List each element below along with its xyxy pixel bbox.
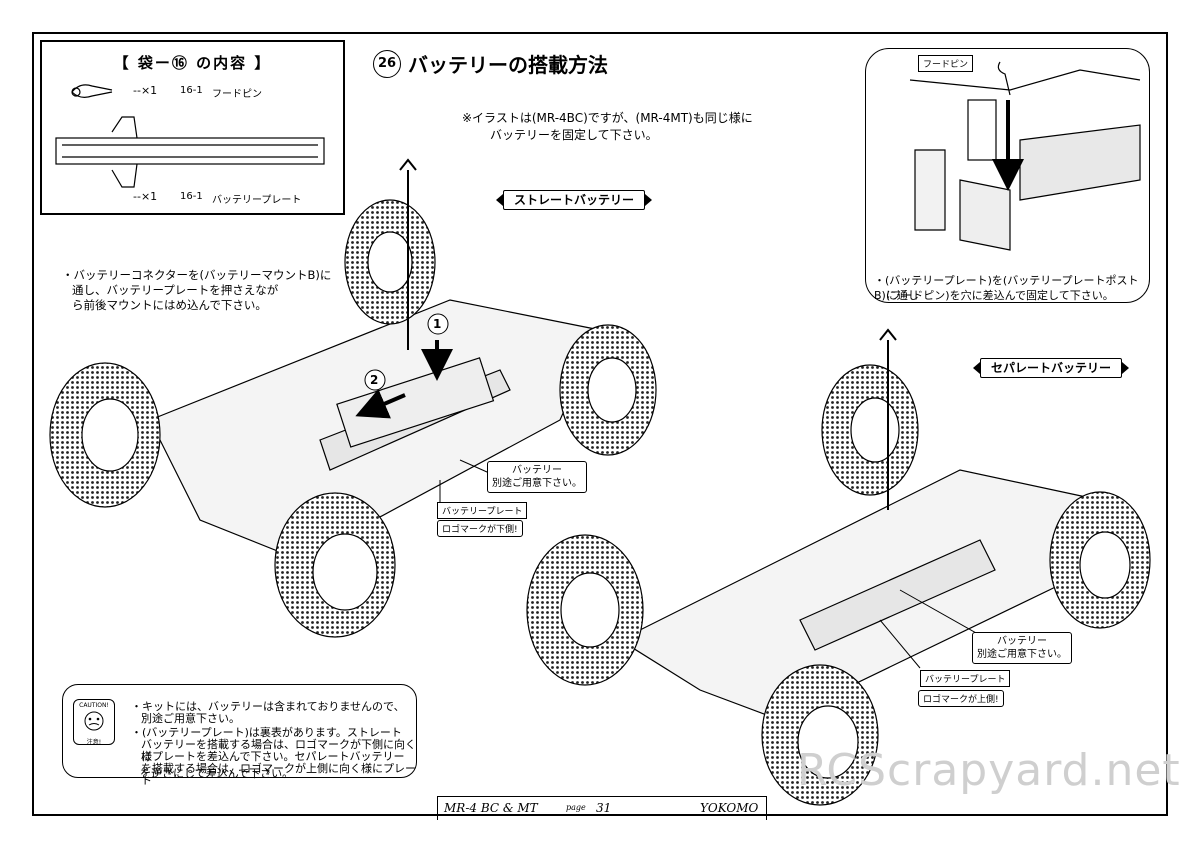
arrow-forward [355,388,406,419]
caution-icon-bottom: 注意! [86,739,102,746]
illustration-note: ※イラストは(MR-4BC)ですが、(MR-4MT)も同じ様に [462,111,753,125]
model-name: MR-4 BC & MT [444,801,538,815]
inset-instruction-line: (フードピン)を穴に差込んで固定して下さい。 [886,289,1114,302]
part-qty: --×1 [133,84,158,97]
straight-battery-tag: ストレートバッテリー [495,190,653,210]
hood-pin-detail-box: フードピン ・(バッテリープレート)を(バッテリープレートポストB)に通し (フ… [865,48,1150,303]
plate-label: バッテリープレート [920,670,1011,687]
instruction-line: ら前後マウントにはめ込んで下さい。 [72,298,267,312]
separate-battery-tag: セパレートバッテリー [972,358,1130,378]
parts-contents-box: 【 袋ー⑯ の内容 】 --×1 16-1 フードピン --×1 16-1 バッ… [40,40,345,215]
brand-name: YOKOMO [700,801,759,815]
instruction-line: 通し、バッテリープレートを押さえなが [72,283,279,297]
part-qty: --×1 [133,190,158,203]
separate-battery-chassis [526,328,1151,806]
hood-pin-icon [71,84,113,98]
plate-label: バッテリープレート [437,502,528,519]
watermark: RCScrapyard.net [797,745,1181,796]
step-arrow-label-1: 1 [433,317,442,331]
step-number: 26 [373,50,401,78]
straight-battery-chassis [49,158,657,638]
step-title: バッテリーの搭載方法 [408,53,608,77]
parts-box-title: 【 袋ー⑯ の内容 】 [113,54,272,72]
part-code: 16-1 [180,191,203,202]
illustration-note-2: バッテリーを固定して下さい。 [490,128,658,142]
logo-orientation-label: ロゴマークが上側! [918,690,1004,707]
caution-icon-top: CAUTION! [79,702,109,709]
caution-line: 別途ご用意下さい。 [141,712,240,725]
caution-line: を逆さにして差込んで下さい。 [140,767,294,780]
instruction-line: ・バッテリーコネクターを(バッテリーマウントB)に [62,268,332,282]
page-label: page [566,803,586,812]
page-frame [32,32,1168,816]
battery-label: バッテリー [997,636,1047,647]
caution-line: にプレートを差込んで下さい。セパレートバッテリー [141,750,405,763]
battery-callout: バッテリー 別途ご用意下さい。 [487,461,587,493]
battery-note: 別途ご用意下さい。 [492,478,582,489]
caution-line: バッテリーを搭載する場合は、ロゴマークが下側に向く様 [141,738,416,763]
battery-label: バッテリー [512,465,562,476]
inset-instruction-line: ・(バッテリープレート)を(バッテリープレートポストB)に通し [874,274,1139,302]
caution-line: ・(バッテリープレート)は裏表があります。ストレート [131,726,402,739]
parts-illustrations [55,84,325,188]
part-code: 16-1 [180,85,203,96]
battery-callout: バッテリー 別途ご用意下さい。 [972,632,1072,664]
caution-icon: CAUTION! 注意! [73,699,115,746]
hood-pin-label: フードピン [918,55,974,72]
step-arrow-label-2: 2 [370,373,379,387]
caution-line: ・キットには、バッテリーは含まれておりませんので、 [131,700,405,713]
hood-pin-detail-illustration [909,61,1141,251]
caution-box: CAUTION! 注意! ・キットには、バッテリーは含まれておりませんので、 別… [62,684,417,787]
logo-orientation-label: ロゴマークが下側! [437,520,523,537]
caution-line: を搭載する場合は、ロゴマークが上側に向く様にプレート [141,762,416,787]
page-number: 31 [596,801,612,815]
part-name: バッテリープレート [212,195,302,206]
page-footer: MR-4 BC & MT page 31 YOKOMO [437,796,767,820]
battery-note: 別途ご用意下さい。 [977,649,1067,660]
battery-plate-icon [55,116,325,188]
part-name: フードピン [212,89,262,100]
